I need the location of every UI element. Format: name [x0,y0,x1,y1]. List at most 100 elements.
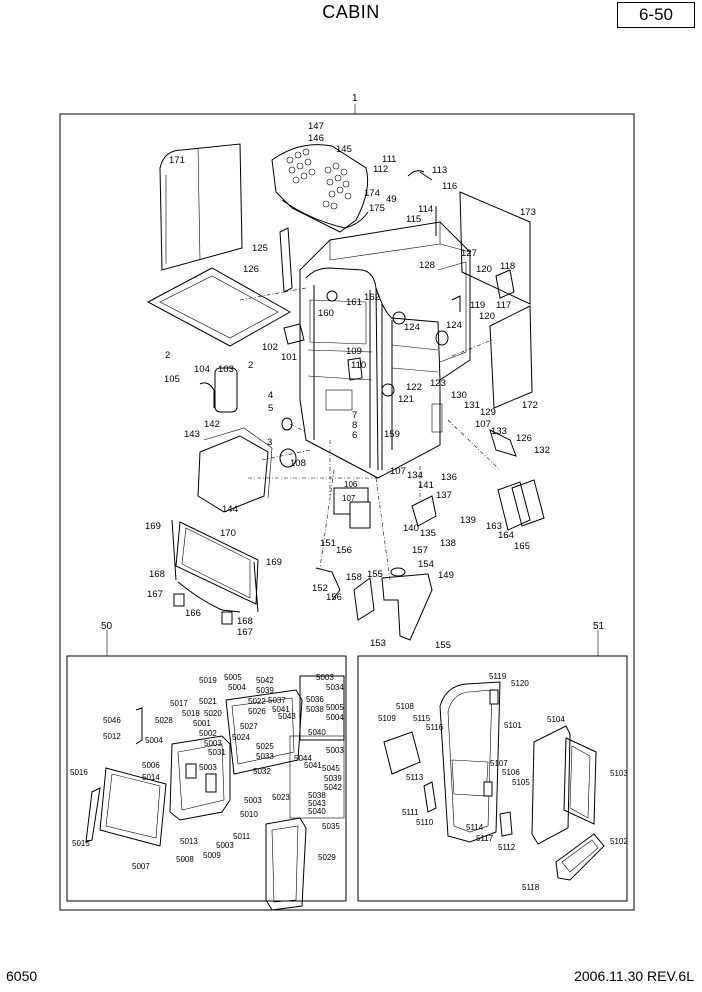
label: 5020 [204,709,222,718]
label: 141 [418,480,434,491]
label: 169 [145,521,161,532]
label: 172 [522,400,538,411]
label: 5005 [224,673,242,682]
dome-light [435,330,449,346]
label: 5003 [216,841,234,850]
label: 108 [290,458,306,469]
label: 167 [237,627,253,638]
label: 5012 [103,732,121,741]
page-title: CABIN [322,2,380,22]
label: 171 [169,155,185,166]
label: 129 [480,407,496,418]
label: 164 [498,530,514,541]
label: 5109 [378,714,396,723]
label: 5028 [155,716,173,725]
label: 151 [320,538,336,549]
label: 132 [534,445,550,456]
side-window-171 [159,143,243,271]
label: 118 [500,261,515,272]
label: 5104 [547,715,565,724]
label: 5036 [306,695,324,704]
label: 174 [364,188,380,199]
label: 135 [420,528,436,539]
label: 5043 [308,799,326,808]
label: 5041 [304,761,322,770]
label: 5118 [522,883,540,892]
window-frame-2 [146,267,292,347]
label: 5042 [324,783,342,792]
label: 49 [386,194,397,205]
page-reference: 6-50 [617,2,695,28]
label: 136 [441,472,457,483]
label: 140 [403,523,419,534]
label: 117 [496,300,511,311]
label: 113 [432,165,447,176]
label: 5040 [308,807,326,816]
label: 5023 [272,793,290,802]
left-door-parts [85,675,345,911]
label: 119 [470,300,485,311]
label: 125 [252,243,268,254]
right-door-frame [357,655,628,902]
label: 5101 [504,721,522,730]
label: 122 [406,382,422,393]
label: 153 [370,638,386,649]
label: 5002 [199,729,217,738]
label: 5114 [466,823,484,832]
label: 128 [419,260,435,271]
label: 162 [364,292,380,303]
label: 152 [312,583,328,594]
group-labels: 1 50 51 [101,93,605,632]
label: 121 [398,394,414,405]
label: 110 [351,360,366,371]
label: 5119 [489,672,507,681]
label: 5007 [132,862,150,871]
label: 5003 [326,746,344,755]
label: 5024 [232,733,250,742]
label: 2 [165,350,170,361]
label: 5112 [498,843,516,852]
label: 138 [440,538,456,549]
misc-components [173,170,545,641]
label: 154 [418,559,434,570]
label: 5116 [426,723,444,732]
label: 168 [237,616,253,627]
label: 107 [390,466,406,477]
group-label-right-door: 51 [593,621,605,632]
label: 3 [267,437,272,448]
label: 5001 [193,719,211,728]
label: 5045 [322,764,340,773]
label: 146 [308,133,324,144]
label: 5026 [248,707,266,716]
rear-glass-172 [489,305,533,409]
label: 130 [451,390,467,401]
label: 107 [475,419,491,430]
cabin-frame-body [299,221,471,479]
group-frames [59,104,635,911]
label: 5003 [316,673,334,682]
window-170 [171,519,259,613]
label: 175 [369,203,385,214]
label: 5016 [70,768,88,777]
label: 5039 [256,686,274,695]
label: 5022 [248,697,266,706]
label: 168 [149,569,165,580]
label: 149 [438,570,454,581]
label: 5014 [142,773,160,782]
label: 156 [326,592,342,603]
footer-date-revision: 2006.11.30 REV.6L [574,968,694,984]
group-label-main: 1 [352,93,358,104]
label: 5010 [240,810,258,819]
label: 5027 [240,722,258,731]
label: 107 [342,494,356,503]
label: 5113 [406,773,424,782]
label: 5115 [413,714,431,723]
leader-lines [239,287,501,581]
label: 104 [194,364,210,375]
label: 5004 [228,683,246,692]
label: 6 [352,430,357,441]
label: 5019 [199,676,217,685]
label: 106 [344,480,358,489]
label: 5015 [72,839,90,848]
label: 169 [266,557,282,568]
